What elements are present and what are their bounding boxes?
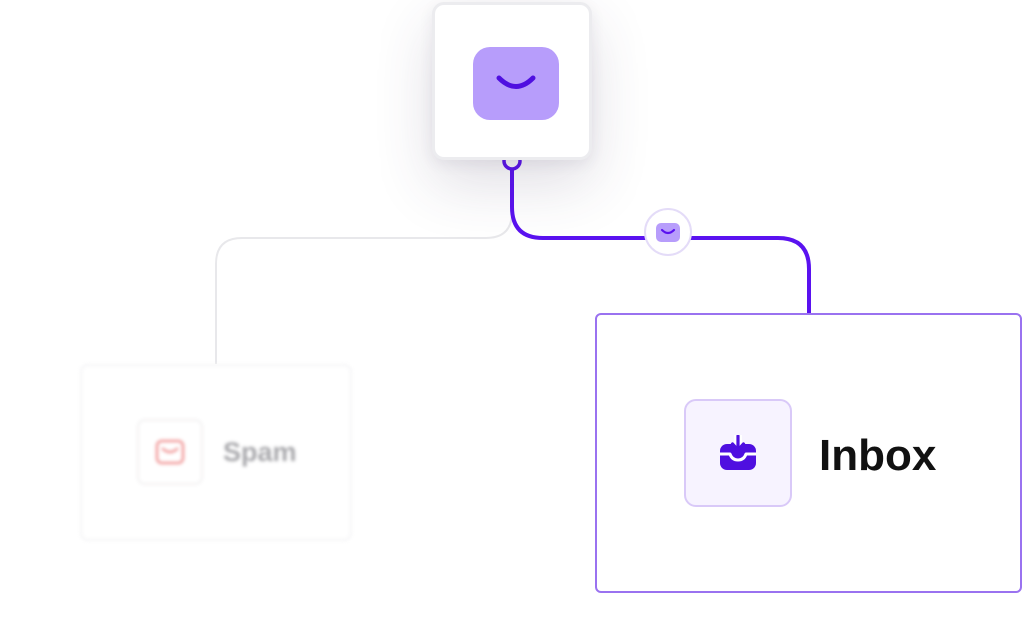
inbox-icon-box [684, 399, 792, 507]
route-badge [644, 208, 692, 256]
spam-node[interactable]: Spam [80, 364, 352, 541]
spam-connector [215, 165, 513, 364]
inbox-node[interactable]: Inbox [595, 313, 1022, 593]
envelope-icon [155, 439, 185, 465]
inbox-label: Inbox [819, 431, 937, 480]
spam-icon-box [137, 419, 203, 485]
inbox-download-icon [720, 435, 756, 470]
envelope-icon [473, 47, 559, 120]
envelope-icon [660, 228, 676, 235]
source-node[interactable] [432, 2, 592, 160]
spam-label: Spam [223, 437, 297, 467]
